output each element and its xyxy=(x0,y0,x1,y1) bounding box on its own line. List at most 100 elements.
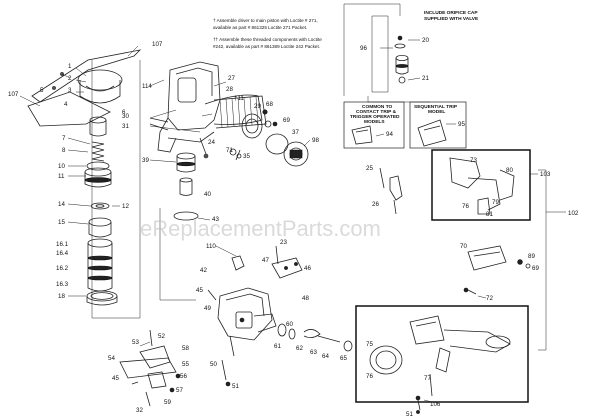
nose-assembly-frame xyxy=(159,208,196,301)
nose-body-part xyxy=(207,287,277,357)
sequential-trigger-part xyxy=(417,119,447,147)
callout-29: 29 xyxy=(254,103,261,110)
magazine-detail-box xyxy=(355,305,529,403)
callout-49: 49 xyxy=(204,305,211,312)
callout-12: 12 xyxy=(122,203,129,210)
spring-part xyxy=(91,141,105,162)
callout-1: 1 xyxy=(68,63,72,70)
callout-55: 55 xyxy=(182,361,189,368)
callout-61: 61 xyxy=(274,343,281,350)
leader-lines xyxy=(19,45,538,403)
handle-grip-texture xyxy=(219,96,259,128)
contact-box-line2: CONTACT TRIP & xyxy=(356,109,397,115)
callout-111: †11 xyxy=(234,95,244,102)
washer-part xyxy=(90,202,110,210)
callout-3: 3 xyxy=(68,87,72,94)
callout-95: 95 xyxy=(458,121,465,128)
callout-103: 103 xyxy=(540,171,551,178)
callout-110: 110 xyxy=(206,243,216,250)
note-loctite-271-line2: available as part # 861325 Loctite 271 P… xyxy=(213,25,307,30)
note-loctite-242-line2: #242, available as part # 861389 Loctite… xyxy=(213,44,320,49)
callout-26: 26 xyxy=(372,201,379,208)
callout-76-lower: 76 xyxy=(366,373,373,380)
callout-107-left: 107 xyxy=(8,91,19,98)
callout-45-lower: 45 xyxy=(112,375,119,382)
magazine-latch-part xyxy=(467,245,531,271)
callout-75: 75 xyxy=(366,341,373,348)
callout-23: 23 xyxy=(280,239,287,246)
linkage-parts xyxy=(119,329,181,407)
callout-80: 80 xyxy=(506,167,513,174)
callout-81: 81 xyxy=(486,211,493,218)
callout-20: 20 xyxy=(422,37,429,44)
callout-37: 37 xyxy=(292,129,299,136)
callout-52: 52 xyxy=(158,333,165,340)
cylinder-seal-part xyxy=(86,290,118,306)
callout-89: 89 xyxy=(528,253,535,260)
callout-96: 96 xyxy=(360,45,367,52)
watermark-text: eReplacementParts.com xyxy=(140,216,381,241)
callout-35: 35 xyxy=(243,153,250,160)
callout-72: 72 xyxy=(486,295,493,302)
callout-79: 79 xyxy=(492,199,499,206)
callout-18: 18 xyxy=(58,293,65,300)
callout-24: 24 xyxy=(208,139,215,146)
callout-77: 77 xyxy=(424,375,431,382)
callout-4: 4 xyxy=(64,101,68,108)
trigger-valve-stack xyxy=(394,35,409,84)
callout-31: 31 xyxy=(122,123,129,130)
callout-25: 25 xyxy=(366,165,373,172)
note-loctite-242-line1: †† Assemble these threaded components wi… xyxy=(213,37,322,42)
callout-6: 6 xyxy=(122,109,126,116)
bracket-102 xyxy=(538,169,547,351)
leader-21 xyxy=(407,77,421,81)
callout-16-3: 16.3 xyxy=(56,281,69,288)
callout-51: 51 xyxy=(232,383,239,390)
callout-106: 106 xyxy=(430,401,441,408)
callout-76: 76 xyxy=(462,203,469,210)
contact-trigger-part xyxy=(351,125,373,145)
callout-45: 45 xyxy=(196,287,203,294)
end-cap-fittings xyxy=(229,109,309,167)
callout-47: 47 xyxy=(262,257,269,264)
callout-30: 30 xyxy=(122,113,129,120)
callout-48: 48 xyxy=(302,295,309,302)
callout-98: 98 xyxy=(312,137,319,144)
contact-box-line1: COMMON TO xyxy=(362,104,393,110)
sequential-box-line2: MODEL xyxy=(428,109,445,115)
trigger-branch-line xyxy=(367,96,430,103)
trip-lever-part xyxy=(379,167,403,215)
callout-32: 32 xyxy=(136,407,143,414)
callout-58: 58 xyxy=(182,345,189,352)
callout-59: 59 xyxy=(164,399,171,406)
callout-54: 54 xyxy=(108,355,115,362)
callout-102: 102 xyxy=(568,210,579,217)
sequential-trip-box xyxy=(409,101,467,149)
left-column-frame xyxy=(91,60,141,319)
callout-70: 70 xyxy=(460,243,467,250)
piston-ring-part xyxy=(88,217,112,238)
orifice-note-line2: SUPPLIED WITH VALVE xyxy=(424,16,479,22)
callout-42: 42 xyxy=(200,267,207,274)
callout-16-2: 16.2 xyxy=(56,265,69,272)
contact-box-line4: MODELS xyxy=(364,119,385,125)
callout-39: 39 xyxy=(142,157,149,164)
callout-16-1: 16.1 xyxy=(56,241,69,248)
contact-box-line3: TRIGGER OPERATED xyxy=(350,114,400,120)
callout-8: 8 xyxy=(62,147,66,154)
callout-69-lower: 69 xyxy=(532,265,539,272)
callout-28: 28 xyxy=(226,86,233,93)
callout-21: 21 xyxy=(422,75,429,82)
callout-62: 62 xyxy=(296,345,303,352)
callout-2: 2 xyxy=(68,75,72,82)
callout-7: 7 xyxy=(62,135,66,142)
callout-14: 14 xyxy=(58,201,65,208)
bolt-72-part xyxy=(463,287,477,295)
callout-107-top: 107 xyxy=(152,41,163,48)
head-valve-part xyxy=(173,152,199,221)
callout-114: 114 xyxy=(142,83,152,90)
piston-part xyxy=(84,161,112,188)
callout-5: 5 xyxy=(40,87,44,94)
